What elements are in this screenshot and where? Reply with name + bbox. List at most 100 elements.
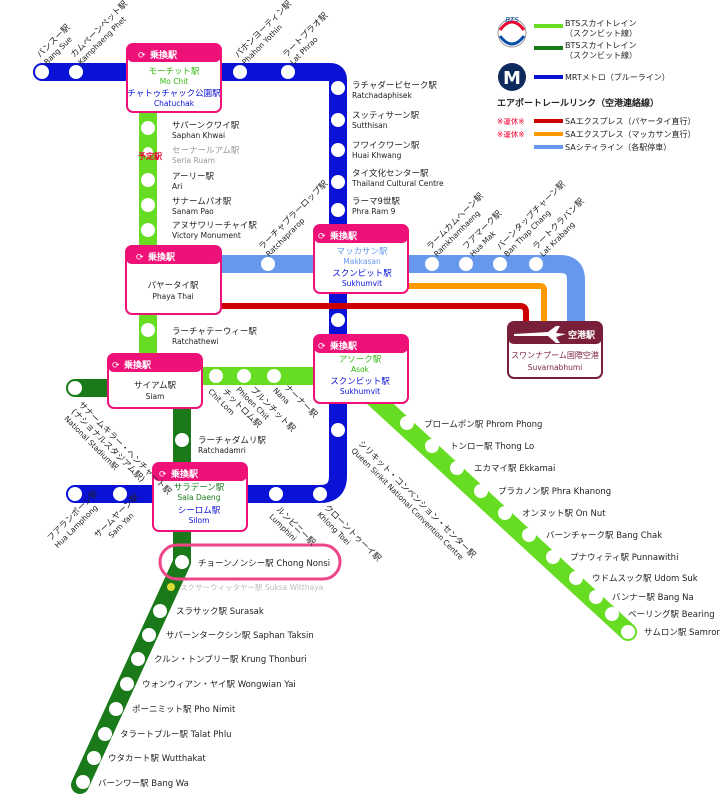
label-ari: アーリー駅 Ari [172,172,214,191]
interchange-asok[interactable]: ⟳ 乗換駅 アソーク駅 Asok スクンビット駅 Sukhumvit [313,334,409,404]
station-dot-sutthisan[interactable] [331,113,345,127]
station-dot-pho-nimit[interactable] [109,702,123,716]
station-name-en: Ratchadaphisek [352,91,413,100]
station-dot-mrt-between[interactable] [331,313,345,327]
station-dot-phrom-phong[interactable] [400,416,414,430]
station-dot-victory-monument[interactable] [141,223,155,237]
station-dot-lat-phrao[interactable] [281,65,295,79]
station-dot-on-nut[interactable] [498,506,512,520]
station-dot-ekkamai[interactable] [450,461,464,475]
station-dot-phloen-chit[interactable] [237,369,251,383]
station-name-jp: フワイクワーン駅 [352,141,420,151]
badge-label: 乗換駅 [150,49,178,61]
station-name-jp: タイ文化センター駅 [352,168,429,179]
station-dot-bang-chak[interactable] [522,528,536,542]
label-pho-nimit: ポーニミット駅 Pho Nimit [132,705,236,715]
station-dot-lat-krabang[interactable] [529,257,543,271]
station-dot-saphan-khwai[interactable] [141,121,155,135]
interchange-phaya-thai[interactable]: ⟳ 乗換駅 パヤータイ駅 Phaya Thai [125,245,222,315]
legend-sa-city-label: SAシティライン（各駅停車） [565,142,671,152]
station-dot-bang-wa[interactable] [76,775,90,789]
station-dots [35,65,635,789]
station-dot-phra-ram-9[interactable] [331,203,345,217]
station-dot-khlong-toei[interactable] [313,487,327,501]
bts-logo-text: BTS [505,16,519,24]
station-dot-ramkhamhaeng[interactable] [425,257,439,271]
station-dot-bang-na[interactable] [589,590,603,604]
station-dot-saphan-taksin[interactable] [142,628,156,642]
airport-rail-link [210,255,585,322]
station-name-en: Makkasan [343,257,381,266]
station-name-en: Mo Chit [160,77,189,86]
station-dot-udom-suk[interactable] [569,571,583,585]
station-dot-chong-nonsi[interactable] [175,555,189,569]
transfer-icon: ⟳ [138,51,146,61]
station-name-en: Victory Monument [172,231,241,240]
station-name-en: Sukhumvit [340,387,380,396]
station-dot-bang-sue[interactable] [35,65,49,79]
station-dot-samrong[interactable] [621,625,635,639]
station-dot-ratchadamri[interactable] [175,433,189,447]
station-dot-kamphaeng-phet[interactable] [69,65,83,79]
station-dot-hua-lamphong[interactable] [68,487,82,501]
label-sanam-pao: サナームパオ駅 Sanam Pao [172,197,232,216]
station-name-jp: カムペーンペット駅 [69,0,130,60]
label-krung-thonburi: クルン・トンブリー駅 Krung Thonburi [154,654,307,665]
label-bang-sue: バンスー駅 Bang Sue [35,22,74,66]
station-name-en: Sanam Pao [172,207,214,216]
interchange-makkasan[interactable]: ⟳ 乗換駅 マッカサン駅 Makkasan スクンビット駅 Sukhumvit [313,224,409,294]
station-dot-ari[interactable] [141,173,155,187]
interchange-mo-chit[interactable]: ⟳ 乗換駅 モーチット駅 Mo Chit チャトゥチャック公園駅 Chatuch… [126,43,222,113]
highlight-ring [158,543,342,581]
station-dot-ratchaprarop[interactable] [261,257,275,271]
station-dot-ratchadaphisek[interactable] [331,81,345,95]
station-dot-nana[interactable] [267,369,281,383]
station-dot-sanam-pao[interactable] [141,198,155,212]
station-dot-chit-lom[interactable] [209,369,223,383]
station-dot-thong-lo[interactable] [425,439,439,453]
station-dot-national-stadium[interactable] [68,381,82,395]
station-dot-punnawithi[interactable] [546,550,560,564]
station-name-en: Ratchathewi [172,337,219,346]
station-name-jp: スクンビット駅 [330,377,390,387]
station-name-jp: ラチャダーピセーク駅 [352,80,437,91]
station-dot-seria-ruam[interactable] [143,147,153,157]
interchange-sala-daeng[interactable]: ⟳ 乗換駅 サラデーン駅 Sala Daeng シーロム駅 Silom [152,462,248,532]
interchange-airport[interactable]: 空港駅 スワンナプーム国際空港 Suvarnabhumi [507,321,603,379]
planned-station-note: 予定駅 [138,151,163,161]
station-name-jp: サパーンクワイ駅 [172,121,240,131]
station-dot-wongwian-yai[interactable] [120,677,134,691]
station-name-en: Sutthisan [352,121,388,130]
label-bang-chak: バーンチャーク駅 Bang Chak [546,531,662,541]
station-dot-ratchathewi[interactable] [141,323,155,337]
station-dot-lumphini[interactable] [269,487,283,501]
station-dot-talat-phlu[interactable] [98,727,112,741]
station-name-jp: サナームキラー・ヘンチャート駅 [76,400,173,497]
station-dot-sam-yan[interactable] [113,487,127,501]
station-dot-hua-mak[interactable] [459,257,473,271]
station-dot-queen-sirikit[interactable] [331,423,345,437]
station-dot-thailand-cultural[interactable] [331,175,345,189]
station-name-jp: ラーチャテーウィー駅 [172,327,257,337]
mrt-logo-icon: M [498,63,526,91]
station-dot-bearing[interactable] [605,607,619,621]
label-ratchathewi: ラーチャテーウィー駅 Ratchathewi [172,327,257,346]
station-name-en: Sala Daeng [178,493,221,502]
suspended-note: ※運休※ [497,129,525,139]
station-name-en: Ari [172,182,182,191]
station-dot-huai-khwang[interactable] [331,143,345,157]
station-dot-phra-khanong[interactable] [474,484,488,498]
station-dot-phahon-yothin[interactable] [233,65,247,79]
station-name-jp: サナームパオ駅 [172,197,232,207]
label-thailand-cultural: タイ文化センター駅 Thailand Cultural Centre [351,168,444,188]
label-bearing: ベーリング駅 Bearing [628,609,715,620]
station-dot-surasak[interactable] [153,604,167,618]
station-dot-suksa-witthaya[interactable] [167,583,175,591]
station-dot-ban-thap-chang[interactable] [493,257,507,271]
station-dot-wutthakat[interactable] [87,751,101,765]
transfer-icon: ⟳ [318,342,326,352]
interchange-siam[interactable]: ⟳ 乗換駅 サイアム駅 Siam [107,353,203,409]
station-dot-krung-thonburi[interactable] [131,652,145,666]
label-suksa-witthaya: スクサーウィッタヤー駅 Suksa Witthaya [180,583,323,592]
